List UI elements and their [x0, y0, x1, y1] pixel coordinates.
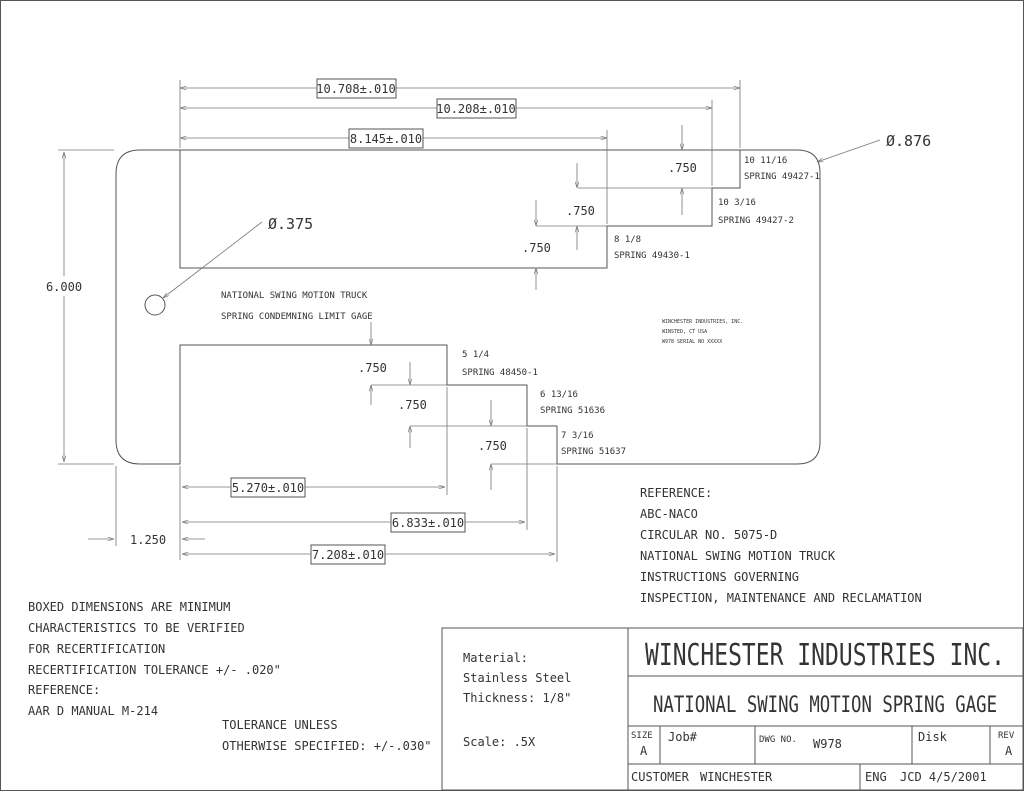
- scale: Scale: .5X: [463, 735, 536, 749]
- thickness: Thickness: 1/8": [463, 691, 571, 705]
- part-label-line2: SPRING CONDEMNING LIMIT GAGE: [221, 312, 373, 322]
- size-label: SIZE: [631, 731, 653, 741]
- note-line-5: AAR D MANUAL M-214: [28, 704, 158, 718]
- title-block: Material: Stainless Steel Thickness: 1/8…: [441, 627, 1024, 791]
- material-label: Material:: [463, 651, 528, 665]
- dimension-7-208: 7.208±.010: [182, 466, 558, 565]
- upper-step-750-b: .750: [566, 204, 595, 218]
- reference-line-4: INSTRUCTIONS GOVERNING: [640, 570, 799, 584]
- eng-value: JCD 4/5/2001: [900, 770, 987, 784]
- spring-3-part: SPRING 49430-1: [614, 251, 690, 261]
- customer-label: CUSTOMER: [631, 770, 690, 784]
- part-label-line1: NATIONAL SWING MOTION TRUCK: [221, 291, 368, 301]
- reference-line-3: NATIONAL SWING MOTION TRUCK: [640, 549, 836, 563]
- upper-step-750-a: .750: [668, 161, 697, 175]
- note-line-3: RECERTIFICATION TOLERANCE +/- .020": [28, 663, 281, 677]
- note-line-2: FOR RECERTIFICATION: [28, 642, 165, 656]
- dimension-8-145: 8.145±.010: [179, 80, 608, 224]
- engraving-line2: WINSTED, CT USA: [662, 329, 707, 335]
- dim-label-6-000: 6.000: [46, 280, 82, 294]
- reference-line-0: REFERENCE:: [640, 486, 712, 500]
- notes-block: BOXED DIMENSIONS ARE MINIMUM CHARACTERIS…: [28, 600, 281, 718]
- spring-6-size: 7 3/16: [561, 431, 594, 441]
- note-line-1: CHARACTERISTICS TO BE VERIFIED: [28, 621, 245, 635]
- spring-5-part: SPRING 51636: [540, 406, 605, 416]
- reference-line-5: INSPECTION, MAINTENANCE AND RECLAMATION: [640, 591, 922, 605]
- reference-line-1: ABC-NACO: [640, 507, 698, 521]
- dimension-10-208: 10.208±.010: [180, 98, 713, 186]
- dim-label-1-250: 1.250: [130, 533, 166, 547]
- spring-4-part: SPRING 48450-1: [462, 368, 538, 378]
- spring-2-part: SPRING 49427-2: [718, 216, 794, 226]
- dim-label-10-708: 10.708±.010: [316, 82, 395, 96]
- callout-large-hole: Ø.876: [817, 132, 931, 163]
- reference-block: REFERENCE: ABC-NACO CIRCULAR NO. 5075-D …: [640, 486, 922, 605]
- spring-1-part: SPRING 49427-1: [744, 172, 820, 182]
- drawing-title: NATIONAL SWING MOTION SPRING GAGE: [653, 693, 997, 718]
- lower-step-dims: .750 .750 .750: [358, 322, 557, 490]
- gage-outline: [115, 149, 821, 465]
- spring-2-size: 10 3/16: [718, 198, 756, 208]
- dim-label-8-145: 8.145±.010: [350, 132, 422, 146]
- upper-step-dims: .750 .750 .750: [522, 125, 712, 290]
- dim-label-5-270: 5.270±.010: [232, 481, 304, 495]
- note-line-0: BOXED DIMENSIONS ARE MINIMUM: [28, 600, 230, 614]
- job-label: Job#: [668, 730, 698, 744]
- dwg-no-label: DWG NO.: [759, 735, 797, 745]
- spring-3-size: 8 1/8: [614, 235, 641, 245]
- dimension-1-250: 1.250: [88, 466, 205, 547]
- company-name: WINCHESTER INDUSTRIES INC.: [645, 638, 1005, 673]
- spring-5-size: 6 13/16: [540, 390, 578, 400]
- eng-label: ENG: [865, 770, 887, 784]
- spring-labels-lower: 5 1/4 SPRING 48450-1 6 13/16 SPRING 5163…: [462, 350, 626, 457]
- dwg-no-value: W978: [813, 737, 842, 751]
- size-value: A: [640, 744, 648, 758]
- tolerance-block: TOLERANCE UNLESS OTHERWISE SPECIFIED: +/…: [222, 718, 432, 753]
- upper-step-750-c: .750: [522, 241, 551, 255]
- spring-4-size: 5 1/4: [462, 350, 489, 360]
- material-value: Stainless Steel: [463, 671, 571, 685]
- dimension-6-000: 6.000: [44, 149, 114, 465]
- dim-label-10-208: 10.208±.010: [436, 102, 515, 116]
- spring-1-size: 10 11/16: [744, 156, 787, 166]
- lower-step-750-c: .750: [478, 439, 507, 453]
- engraving-line3: W978 SERIAL NO XXXXX: [662, 339, 722, 345]
- tolerance-line-1: OTHERWISE SPECIFIED: +/-.030": [222, 739, 432, 753]
- dim-label-7-208: 7.208±.010: [312, 548, 384, 562]
- reference-line-2: CIRCULAR NO. 5075-D: [640, 528, 777, 542]
- dim-label-6-833: 6.833±.010: [392, 516, 464, 530]
- hole-small-label: Ø.375: [268, 215, 313, 233]
- lower-step-750-b: .750: [398, 398, 427, 412]
- dimension-5-270: 5.270±.010: [179, 387, 448, 560]
- dimension-6-833: 6.833±.010: [182, 428, 528, 533]
- callout-small-hole: Ø.375: [163, 215, 313, 298]
- rev-label: REV: [998, 731, 1015, 741]
- engraving-line1: WINCHESTER INDUSTRIES, INC.: [662, 319, 743, 325]
- disk-label: Disk: [918, 730, 948, 744]
- dimension-10-708: 10.708±.010: [180, 78, 741, 148]
- rev-value: A: [1005, 744, 1013, 758]
- spring-6-part: SPRING 51637: [561, 447, 626, 457]
- customer-value: WINCHESTER: [700, 770, 773, 784]
- note-line-4: REFERENCE:: [28, 683, 100, 697]
- hole-large-label: Ø.876: [886, 132, 931, 150]
- spring-labels-upper: 10 11/16 SPRING 49427-1 10 3/16 SPRING 4…: [614, 156, 820, 261]
- tolerance-line-0: TOLERANCE UNLESS: [222, 718, 338, 732]
- hole-small: [144, 294, 166, 316]
- lower-step-750-a: .750: [358, 361, 387, 375]
